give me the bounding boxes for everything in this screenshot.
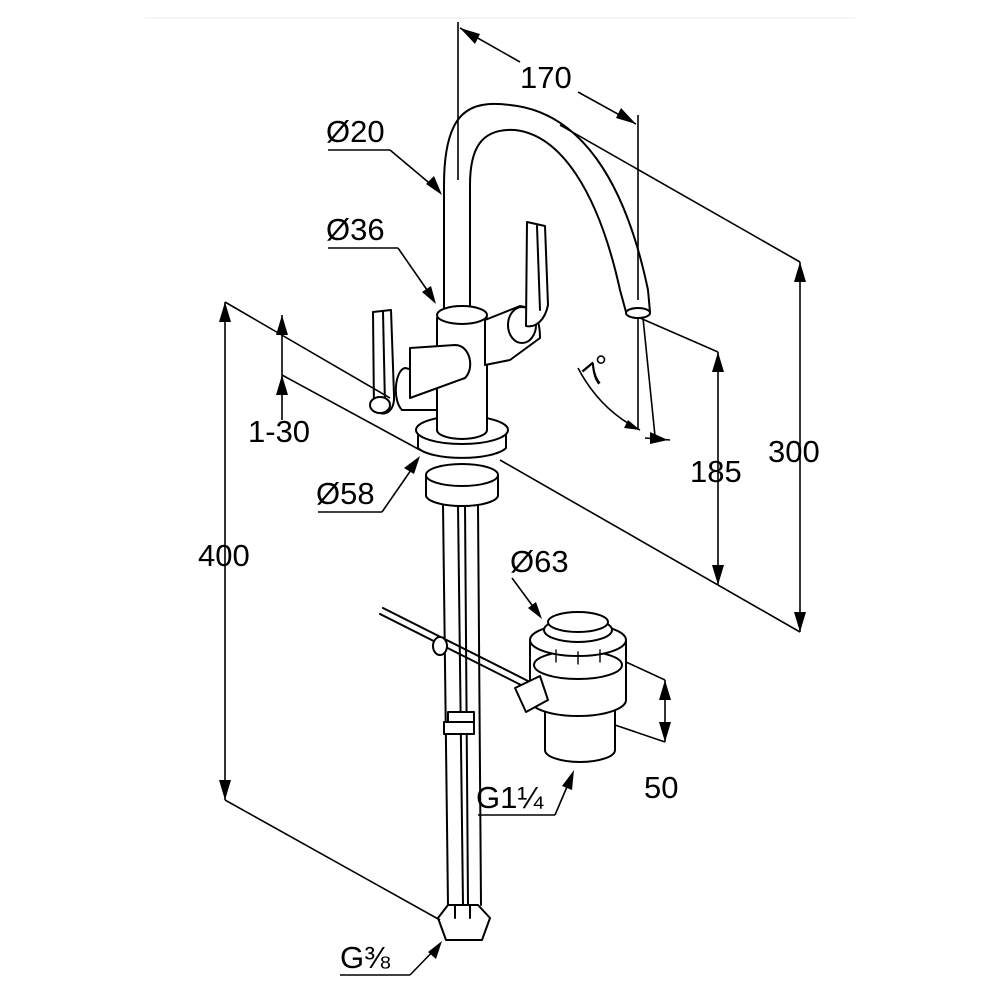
label-body-diameter: Ø36	[326, 212, 385, 247]
label-spout-reach: 170	[520, 60, 572, 95]
left-handle	[369, 309, 472, 415]
supply-connector	[437, 904, 491, 941]
drain-rod	[382, 607, 531, 683]
label-supply-thread: G⅜	[340, 940, 390, 975]
label-spout-diameter: Ø20	[326, 114, 385, 149]
body-top	[436, 305, 488, 325]
label-outlet-height: 185	[690, 454, 742, 489]
faucet	[369, 102, 651, 941]
drain-tailpiece	[544, 704, 616, 763]
label-adjust-range: 1-30	[248, 414, 310, 449]
label-drain-height: 50	[644, 770, 678, 805]
spout-outlet	[625, 307, 651, 319]
supply-hoses	[437, 504, 491, 941]
right-handle	[484, 221, 549, 366]
pop-up-drain	[379, 607, 627, 763]
dimension-lines	[219, 22, 806, 976]
label-base-diameter: Ø58	[316, 476, 375, 511]
label-drain-diameter: Ø63	[510, 544, 569, 579]
label-spout-angle: 7°	[576, 347, 621, 393]
label-total-height: 400	[198, 538, 250, 573]
label-spout-height: 300	[768, 434, 820, 469]
label-drain-thread: G1¼	[476, 780, 544, 815]
